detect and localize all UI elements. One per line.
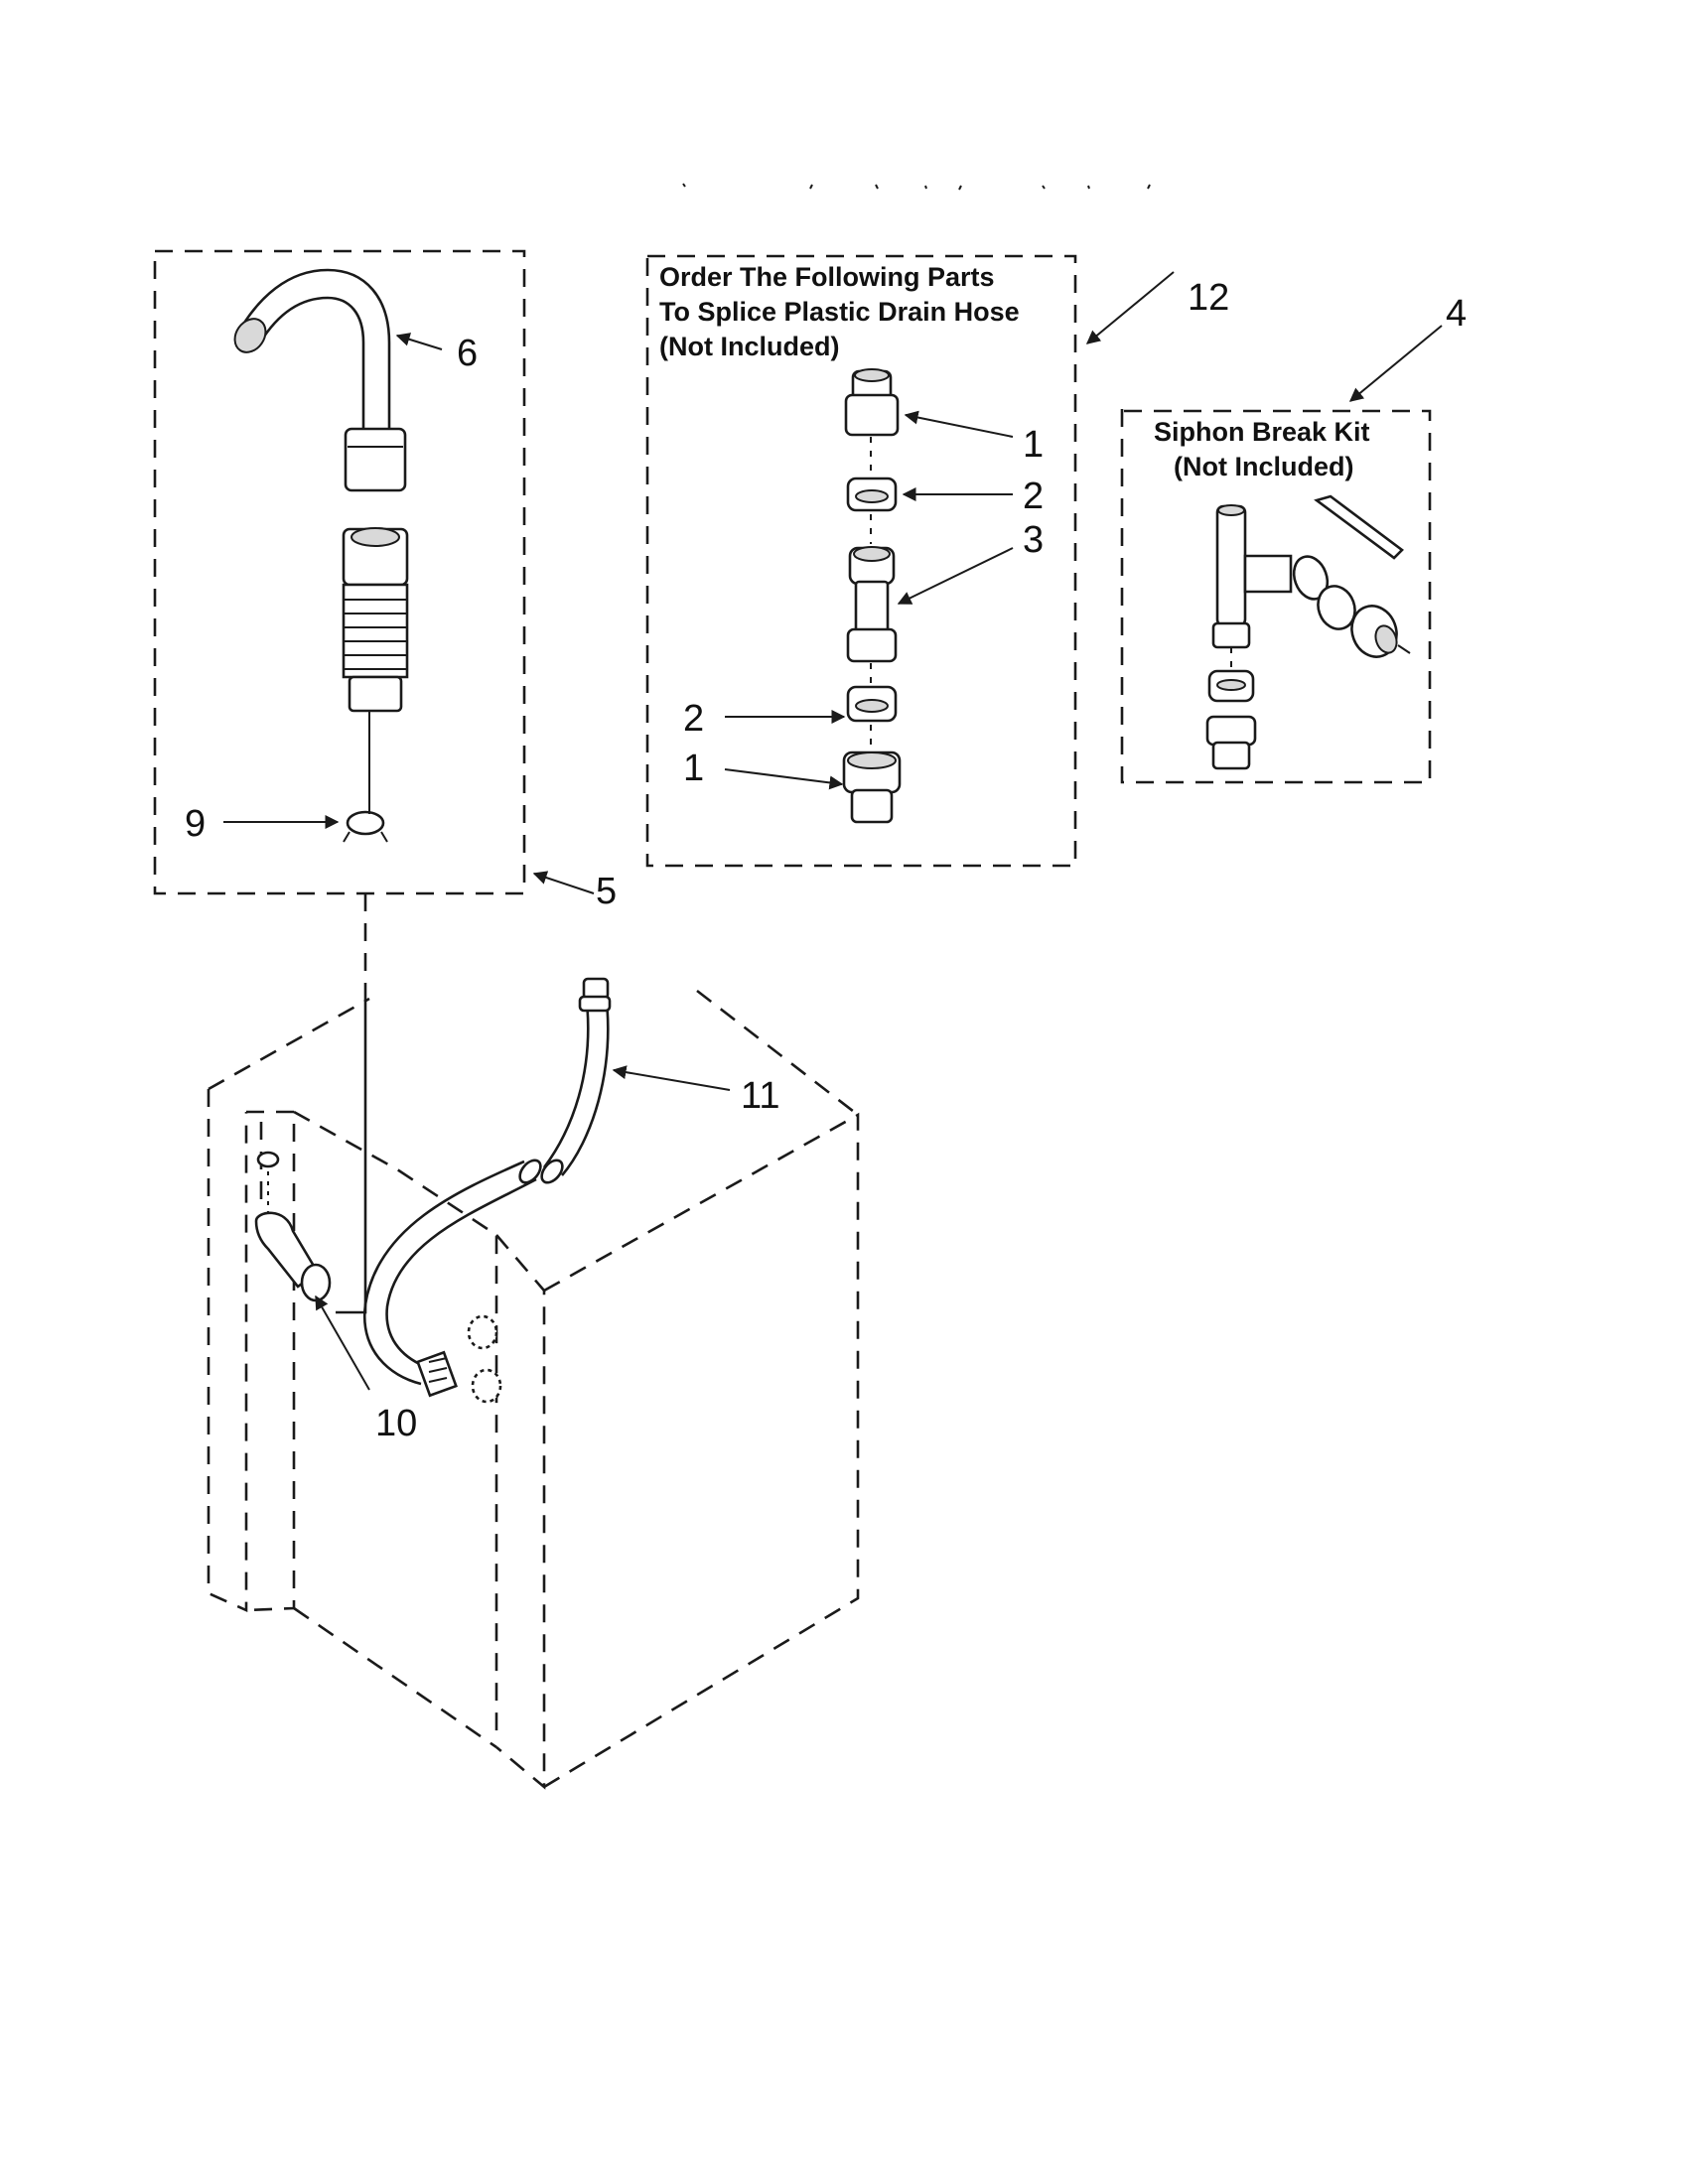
standpipe-hook-part: [233, 268, 407, 492]
siphon-tee-part: [1211, 504, 1293, 649]
washer-cabinet-outline: [207, 989, 860, 1790]
siphon-tie-part: [1314, 494, 1404, 560]
clamp-part: [343, 810, 388, 843]
callout-siphon-kit: 4: [1446, 293, 1467, 335]
callout-splice-connector-top: 1: [1023, 424, 1044, 466]
drain-connector-part: [254, 1151, 332, 1302]
header-marks: [682, 183, 1151, 191]
splice-coupler-part: [846, 546, 898, 663]
callout-drain-hose-kit: 5: [596, 871, 617, 912]
callout-splice-coupler: 3: [1023, 519, 1044, 561]
callout-splice-connector-bottom: 1: [683, 748, 704, 789]
splice-kit-group: Order The Following Parts To Splice Plas…: [645, 254, 1077, 868]
splice-kit-title-1: Order The Following Parts: [659, 262, 995, 292]
callout-drain-connector: 10: [375, 1403, 417, 1444]
siphon-kit-box: [1120, 409, 1432, 784]
callout-splice-clamp-bottom: 2: [683, 698, 704, 740]
drain-hose-part: [362, 977, 612, 1404]
siphon-lower-parts: [1205, 647, 1257, 770]
callout-clamp: 9: [185, 803, 206, 845]
callout-drain-hose: 11: [741, 1075, 779, 1117]
siphon-kit-title-2: (Not Included): [1174, 452, 1353, 481]
drain-hose-kit-group: [153, 249, 526, 895]
splice-kit-title-2: To Splice Plastic Drain Hose: [659, 297, 1020, 327]
callout-standpipe: 6: [457, 333, 478, 374]
siphon-kit-group: Siphon Break Kit (Not Included): [1120, 409, 1432, 784]
callout-splice-clamp-top: 2: [1023, 476, 1044, 517]
siphon-kit-title-1: Siphon Break Kit: [1154, 417, 1370, 447]
splice-kit-title-3: (Not Included): [659, 332, 839, 361]
splice-connector-bottom-part: [842, 751, 902, 824]
drain-hose-kit-box: [153, 249, 526, 895]
splice-kit-box: [645, 254, 1077, 868]
callout-splice-kit: 12: [1188, 277, 1229, 319]
siphon-nut-parts: [1292, 555, 1411, 658]
splice-connector-top-part: [844, 368, 900, 437]
callout-arrows: [223, 271, 1443, 1391]
splice-clamp-top-part: [846, 477, 898, 512]
drain-corrugated-part: [342, 527, 409, 713]
splice-clamp-bottom-part: [846, 685, 898, 723]
